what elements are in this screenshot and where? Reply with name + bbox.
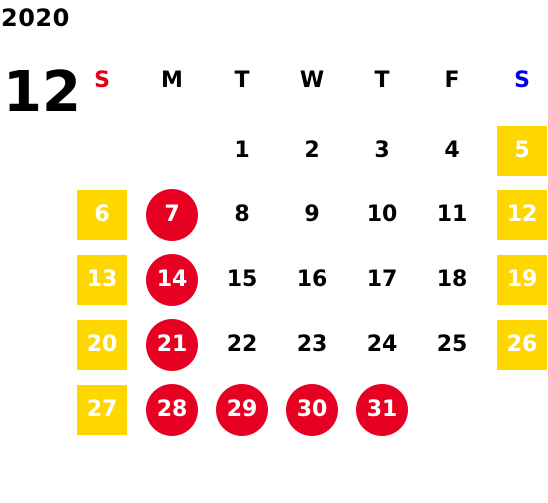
day-cell: 4 xyxy=(444,138,460,163)
day-cell-closed: 21 xyxy=(146,319,198,371)
weekday-tuesday: T xyxy=(234,68,250,93)
day-cell-sunday: 13 xyxy=(77,255,127,305)
day-cell-sunday: 20 xyxy=(77,320,127,370)
day-cell: 3 xyxy=(374,138,390,163)
year-label: 2020 xyxy=(1,4,70,32)
day-cell: 2 xyxy=(304,138,320,163)
day-cell: 25 xyxy=(436,332,468,357)
day-cell: 17 xyxy=(366,267,398,292)
day-cell-saturday: 26 xyxy=(497,320,547,370)
day-cell: 8 xyxy=(234,202,250,227)
day-cell-saturday: 19 xyxy=(497,255,547,305)
month-number: 12 xyxy=(3,60,81,125)
day-cell: 1 xyxy=(234,138,250,163)
day-cell-closed: 28 xyxy=(146,384,198,436)
day-cell: 16 xyxy=(296,267,328,292)
day-cell: 22 xyxy=(226,332,258,357)
day-cell-sunday: 27 xyxy=(77,385,127,435)
day-cell-closed: 31 xyxy=(356,384,408,436)
day-cell: 9 xyxy=(304,202,320,227)
day-cell-saturday: 12 xyxy=(497,190,547,240)
weekday-thursday: T xyxy=(374,68,390,93)
day-cell-closed: 14 xyxy=(146,254,198,306)
day-cell-closed: 30 xyxy=(286,384,338,436)
weekday-wednesday: W xyxy=(299,68,325,93)
weekday-monday: M xyxy=(161,68,183,93)
day-cell: 15 xyxy=(226,267,258,292)
weekday-saturday: S xyxy=(514,68,530,93)
day-cell: 23 xyxy=(296,332,328,357)
day-cell-sunday: 6 xyxy=(77,190,127,240)
day-cell-closed: 29 xyxy=(216,384,268,436)
day-cell-saturday: 5 xyxy=(497,126,547,176)
weekday-sunday: S xyxy=(94,68,110,93)
day-cell: 10 xyxy=(366,202,398,227)
day-cell-closed: 7 xyxy=(146,189,198,241)
day-cell: 24 xyxy=(366,332,398,357)
day-cell: 18 xyxy=(436,267,468,292)
day-cell: 11 xyxy=(436,202,468,227)
weekday-friday: F xyxy=(444,68,460,93)
